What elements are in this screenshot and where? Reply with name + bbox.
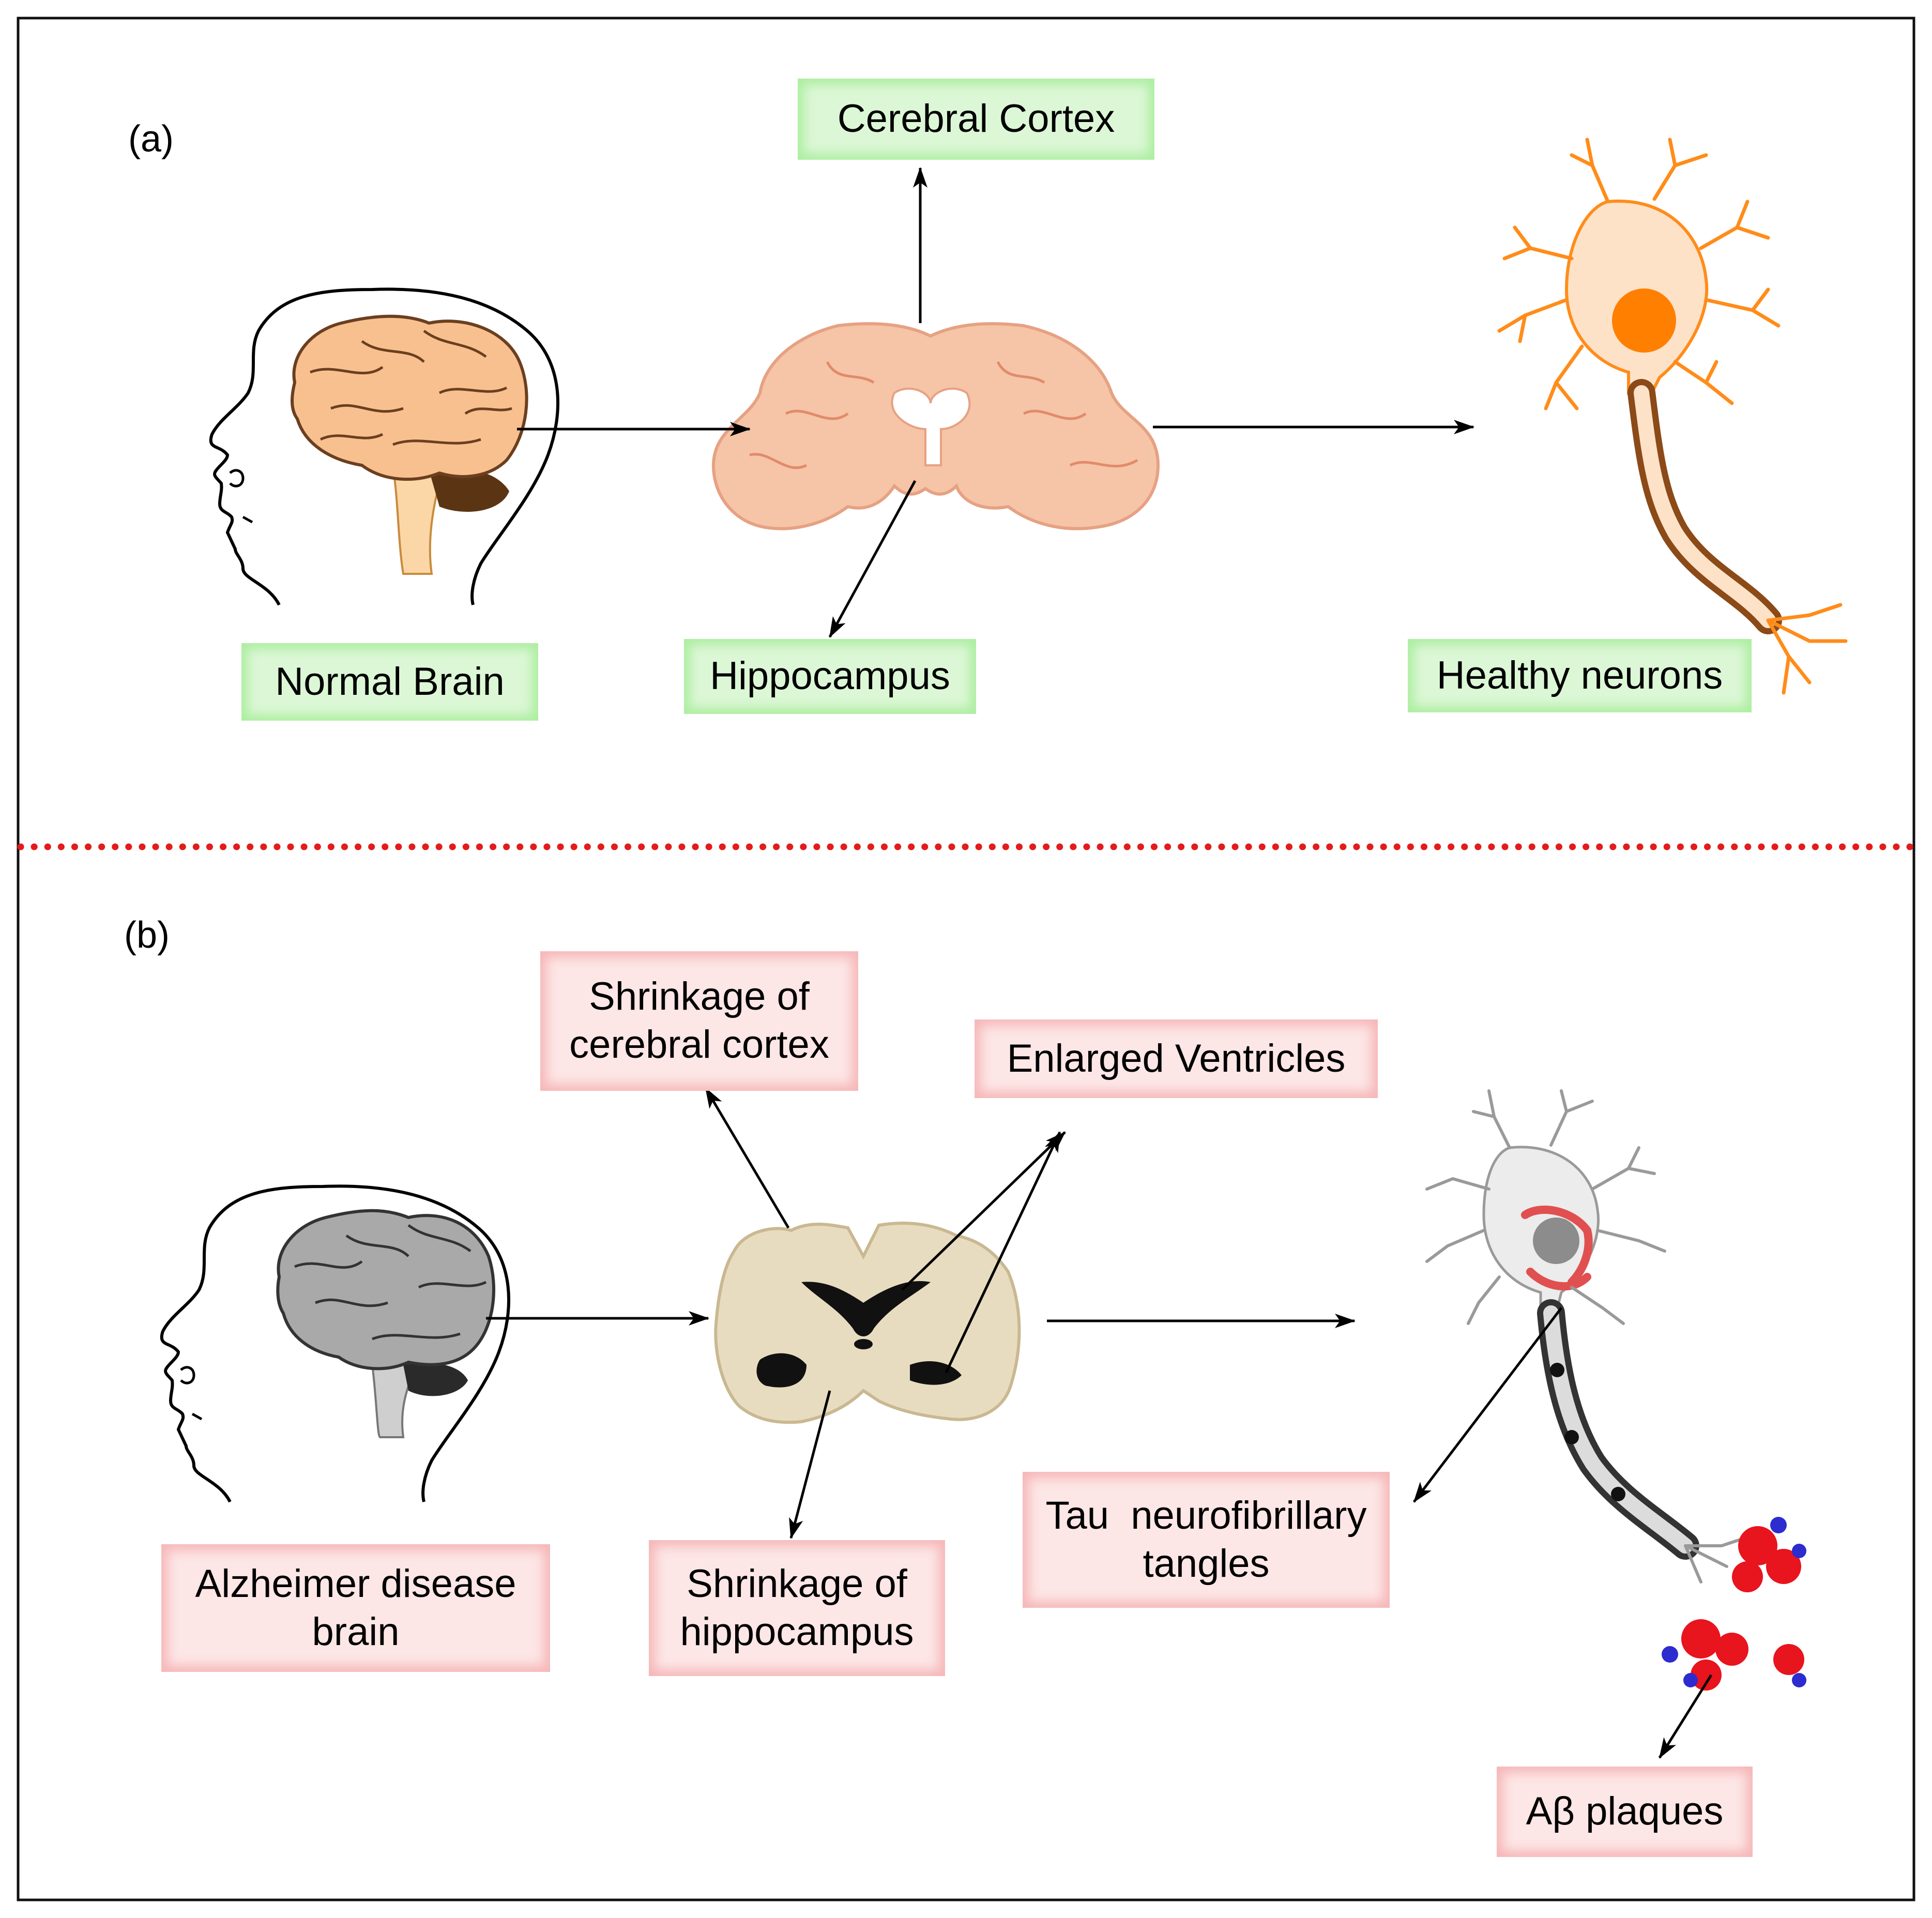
label-abeta-plaques: Aβ plaques <box>1497 1767 1753 1857</box>
label-shrink-hippo: Shrinkage of hippocampus <box>649 1540 945 1676</box>
label-tau-line2: tangles <box>1143 1541 1270 1586</box>
arrow-to-ventricles-1 <box>901 1131 1066 1291</box>
arrow-to-shrink-hippo <box>789 1390 831 1539</box>
label-shrink-cortex-line1: Shrinkage of <box>589 975 810 1019</box>
label-cerebral-cortex: Cerebral Cortex <box>798 79 1154 160</box>
diseased-neuron-illustration <box>1425 1089 1754 1584</box>
arrow-to-tau <box>1413 1307 1562 1503</box>
label-healthy-neurons-text: Healthy neurons <box>1436 653 1723 697</box>
ear-mark-ad <box>180 1366 195 1384</box>
normal-coronal-slice <box>711 322 1160 530</box>
mouth-mark-normal <box>242 515 253 524</box>
label-shrink-hippo-line1: Shrinkage of <box>687 1561 907 1606</box>
label-ad-brain: Alzheimer disease brain <box>161 1544 550 1672</box>
healthy-neuron-illustration <box>1497 138 1848 695</box>
mouth-mark-ad <box>191 1412 203 1421</box>
label-enlarged-ventricles: Enlarged Ventricles <box>975 1019 1378 1098</box>
label-shrink-cortex-line2: cerebral cortex <box>569 1023 829 1067</box>
label-healthy-neurons: Healthy neurons <box>1408 639 1752 712</box>
label-ad-brain-line2: brain <box>312 1609 400 1654</box>
label-normal-brain-text: Normal Brain <box>275 659 505 704</box>
label-shrink-cortex: Shrinkage of cerebral cortex <box>540 951 858 1091</box>
label-cerebral-cortex-text: Cerebral Cortex <box>837 97 1115 141</box>
label-enlarged-ventricles-text: Enlarged Ventricles <box>1007 1036 1346 1080</box>
label-abeta-text: Aβ plaques <box>1526 1789 1724 1834</box>
ad-coronal-slice <box>714 1222 1021 1424</box>
head-outline-ad <box>160 1184 511 1503</box>
label-shrink-hippo-line2: hippocampus <box>680 1609 914 1654</box>
arrow-to-shrink-cortex <box>704 1087 790 1229</box>
panel-b-label: (b) <box>124 915 170 956</box>
label-ad-brain-line1: Alzheimer disease <box>195 1561 516 1606</box>
outer-frame <box>17 17 1915 1901</box>
ear-mark-normal <box>229 469 245 488</box>
label-tau-tangles: Tau neurofibrillary tangles <box>1023 1472 1390 1608</box>
label-hippocampus: Hippocampus <box>684 639 976 714</box>
arrow-to-hippocampus <box>828 480 917 638</box>
label-tau-line1: Tau neurofibrillary <box>1045 1493 1367 1538</box>
arrow-to-abeta <box>1658 1674 1713 1759</box>
ad-brain-illustration <box>276 1209 495 1438</box>
panel-a-label: (a) <box>128 118 174 160</box>
arrow-to-ventricles-2 <box>945 1131 1061 1374</box>
head-outline-normal <box>209 287 560 606</box>
label-normal-brain: Normal Brain <box>241 643 538 721</box>
abeta-plaques-illustration <box>1662 1517 1806 1691</box>
normal-brain-illustration <box>291 314 528 575</box>
label-hippocampus-text: Hippocampus <box>710 654 950 698</box>
